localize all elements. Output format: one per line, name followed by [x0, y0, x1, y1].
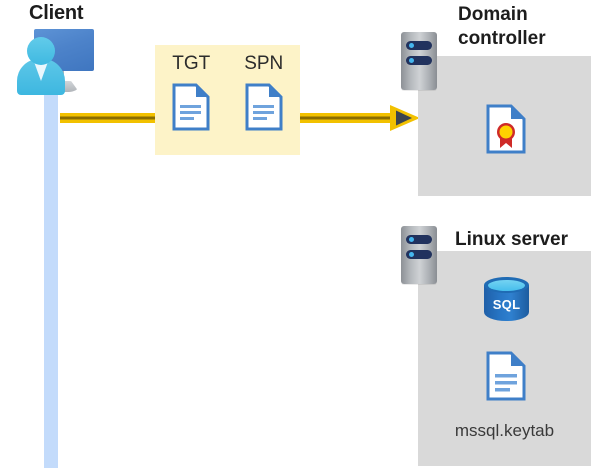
- database-label: SQL: [492, 297, 521, 312]
- page-title-client: Client: [29, 2, 84, 24]
- certificate-document-icon: [486, 104, 526, 159]
- document-icon-spn: [245, 83, 283, 136]
- sql-database-icon: SQL: [484, 277, 529, 329]
- server-rack-icon-linux-server: [401, 226, 437, 284]
- person-head: [27, 37, 55, 65]
- label-domain-controller: Domain controller: [458, 3, 598, 52]
- database-top-inner: [488, 279, 525, 291]
- rack-bay-2: [406, 250, 432, 259]
- rack-bay-1: [406, 41, 432, 50]
- server-rack-icon-domain-controller: [401, 32, 437, 90]
- token-box: TGT SPN: [155, 45, 300, 155]
- label-keytab-filename: mssql.keytab: [454, 421, 555, 440]
- label-linux-server: Linux server: [455, 229, 568, 250]
- rack-bay-1: [406, 235, 432, 244]
- lifeline-bar: [44, 92, 58, 468]
- label-domain-controller-line2: controller: [458, 28, 546, 50]
- token-label-spn: SPN: [244, 53, 284, 74]
- token-label-tgt: TGT: [172, 53, 211, 74]
- rack-bay-2: [406, 56, 432, 65]
- document-icon-keytab: [486, 351, 526, 406]
- document-icon-tgt: [172, 83, 210, 136]
- client-workstation-icon: [7, 29, 99, 99]
- label-domain-controller-line1: Domain: [458, 4, 528, 25]
